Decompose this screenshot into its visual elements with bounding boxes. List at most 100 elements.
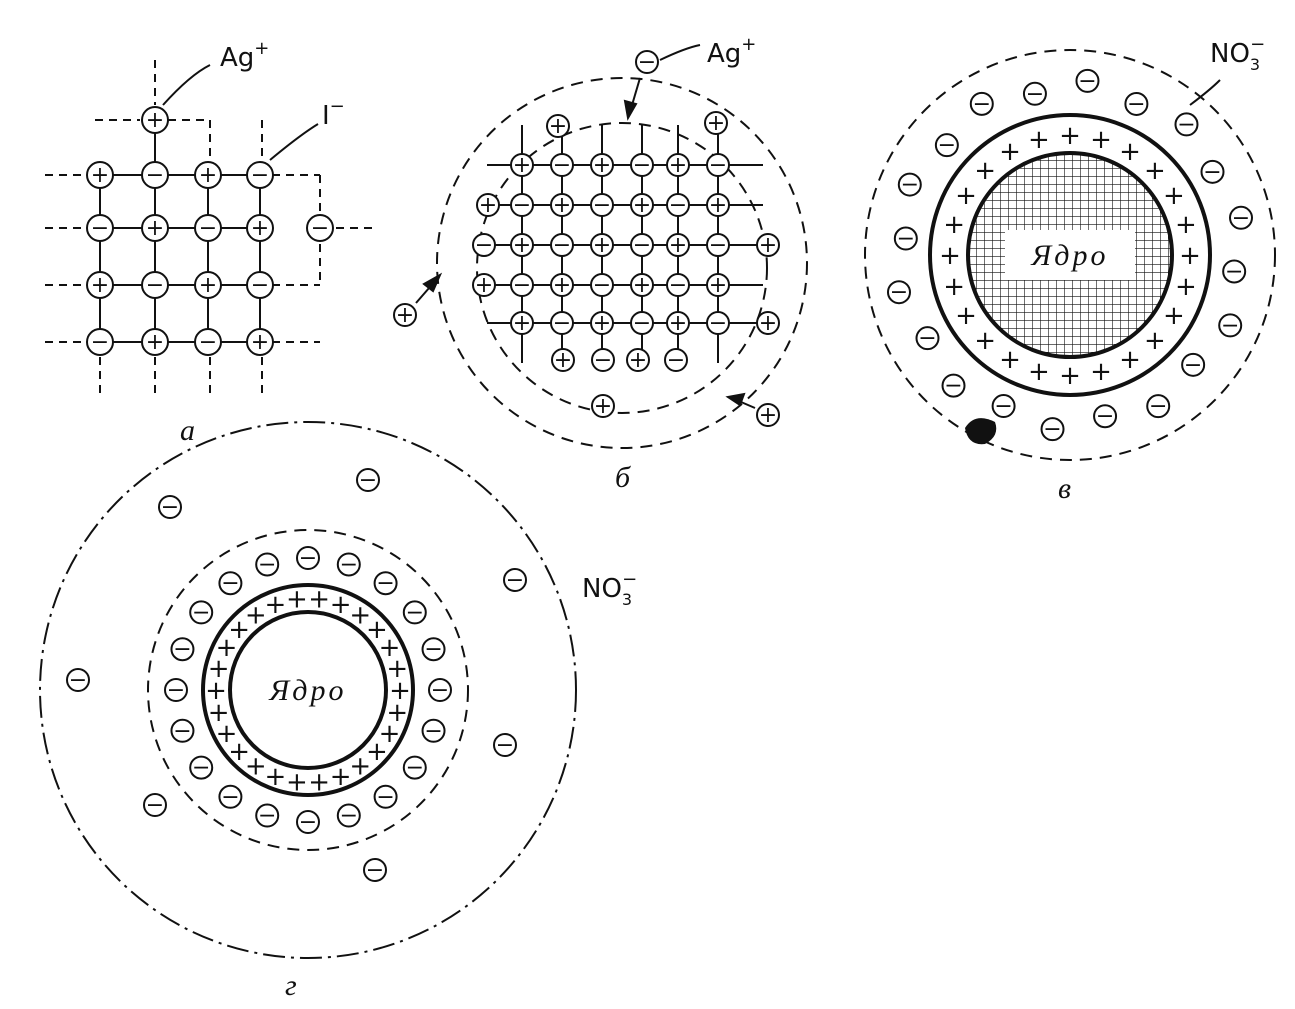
lattice-ion [141, 328, 169, 356]
potential-ion-plus: + [379, 633, 401, 663]
lattice-ion [189, 755, 214, 780]
lattice-ion [472, 273, 496, 297]
lattice-ion [706, 311, 730, 335]
lattice-ion [296, 810, 320, 834]
lattice-ion-sign: − [475, 233, 493, 258]
lattice-ion [246, 328, 274, 356]
lattice-ion [255, 803, 280, 828]
lattice-ion [141, 161, 169, 189]
lattice-ion-sign: − [221, 785, 239, 810]
lattice-ion-sign: − [1221, 313, 1239, 338]
potential-ion-plus: + [264, 590, 286, 620]
lattice-ion-sign: − [1043, 417, 1061, 442]
lattice-ion-sign: + [475, 273, 493, 298]
lattice-ion-sign: − [424, 719, 442, 744]
lattice-ion-sign: + [633, 273, 651, 298]
lattice-ion-sign: + [91, 273, 109, 298]
lattice-ion [246, 271, 274, 299]
lattice-ion [1022, 81, 1047, 106]
lattice-ion-sign: + [513, 233, 531, 258]
potential-ion-plus: + [955, 181, 977, 211]
lattice-ion-sign: + [91, 163, 109, 188]
lattice-ion-sign: − [366, 858, 384, 883]
lattice-ion [1146, 394, 1171, 419]
potential-ion-plus: + [999, 345, 1021, 375]
lattice-ion [170, 718, 195, 743]
potential-ion-plus: + [1090, 357, 1112, 387]
lattice-ion-sign: − [1127, 92, 1145, 117]
lattice-ion-sign: + [549, 114, 567, 139]
lattice-ion-sign: + [513, 153, 531, 178]
lattice-ion-sign: − [424, 637, 442, 662]
potential-ion-plus: + [1175, 272, 1197, 302]
lattice-ion [630, 311, 654, 335]
lattice-ion-sign: − [897, 227, 915, 252]
lattice-ion-sign: + [251, 216, 269, 241]
potential-ion-plus: + [955, 301, 977, 331]
lattice-ion-sign: − [221, 571, 239, 596]
lattice-ion-sign: − [340, 552, 358, 577]
potential-ion-plus: + [208, 698, 230, 728]
lattice-ion [246, 214, 274, 242]
lattice-ion-sign: − [1177, 112, 1195, 137]
lattice-ion-sign: + [251, 330, 269, 355]
lattice-ion-sign: + [629, 348, 647, 373]
lattice-ion-sign: + [633, 193, 651, 218]
lattice-ion [1174, 112, 1199, 137]
lattice-ion [756, 233, 780, 257]
lattice-ion-sign: − [251, 273, 269, 298]
lattice-ion-sign: − [709, 311, 727, 336]
lattice-ion [1181, 352, 1206, 377]
lattice-ion-sign: − [376, 785, 394, 810]
lattice-ion-sign: − [359, 468, 377, 493]
potential-ion-layer [201, 583, 415, 797]
iodide-label: I− [322, 96, 345, 131]
potential-ion-plus: + [216, 633, 238, 663]
lattice-ion-sign: + [669, 311, 687, 336]
lattice-ion [510, 233, 534, 257]
potential-ion-plus: + [216, 719, 238, 749]
outer-dashed-boundary [436, 77, 808, 449]
lattice-ion-sign: − [161, 495, 179, 520]
diffuse-layer-boundary [864, 49, 1276, 461]
lattice-ion [393, 303, 417, 327]
lattice-ion [706, 233, 730, 257]
potential-ion-plus: + [308, 767, 330, 797]
caption-d: г [285, 969, 297, 1002]
lattice-ion-sign: − [553, 311, 571, 336]
lattice-ion-sign: − [1232, 206, 1250, 231]
lattice-ion [503, 568, 527, 592]
lattice-ion [756, 403, 780, 427]
potential-ion-plus: + [379, 719, 401, 749]
diffuse-layer-boundary [39, 421, 577, 959]
lattice-ion-sign: − [258, 552, 276, 577]
lattice-ion [218, 571, 243, 596]
lattice-ion [550, 193, 574, 217]
lattice-ion-sign: + [759, 311, 777, 336]
panel-a-crystal-lattice: +−+−−+−++−+−−+−+ + − Ag+ I− а [45, 38, 375, 447]
lattice-ion-sign: − [890, 280, 908, 305]
lattice-ion-sign: − [918, 326, 936, 351]
lattice-ion [630, 273, 654, 297]
lattice-ion [915, 326, 940, 351]
potential-ion-plus: + [349, 752, 371, 782]
lattice-ion [706, 193, 730, 217]
lattice-ion-sign: + [554, 348, 572, 373]
core [228, 610, 388, 770]
potential-ion-plus: + [1144, 326, 1166, 356]
lattice-ion-sign: − [173, 637, 191, 662]
lattice-ion-sign: − [938, 133, 956, 158]
nitrate-label-d: NO3− [582, 569, 637, 609]
lattice-ion [550, 233, 574, 257]
lattice-ion-sign: − [667, 348, 685, 373]
lattice-ion [897, 172, 922, 197]
lattice-ion [1218, 313, 1243, 338]
panel-c-micelle: Ядро ++++++++++++++++++++++++ −−−−−−−−−−… [864, 34, 1276, 505]
caption-b: б [615, 461, 631, 494]
lattice-ion [893, 226, 918, 251]
potential-ion-plus: + [308, 585, 330, 615]
lattice-ion-sign: − [311, 216, 329, 241]
potential-ion-plus: + [1090, 125, 1112, 155]
lattice-ion-sign: − [973, 92, 991, 117]
